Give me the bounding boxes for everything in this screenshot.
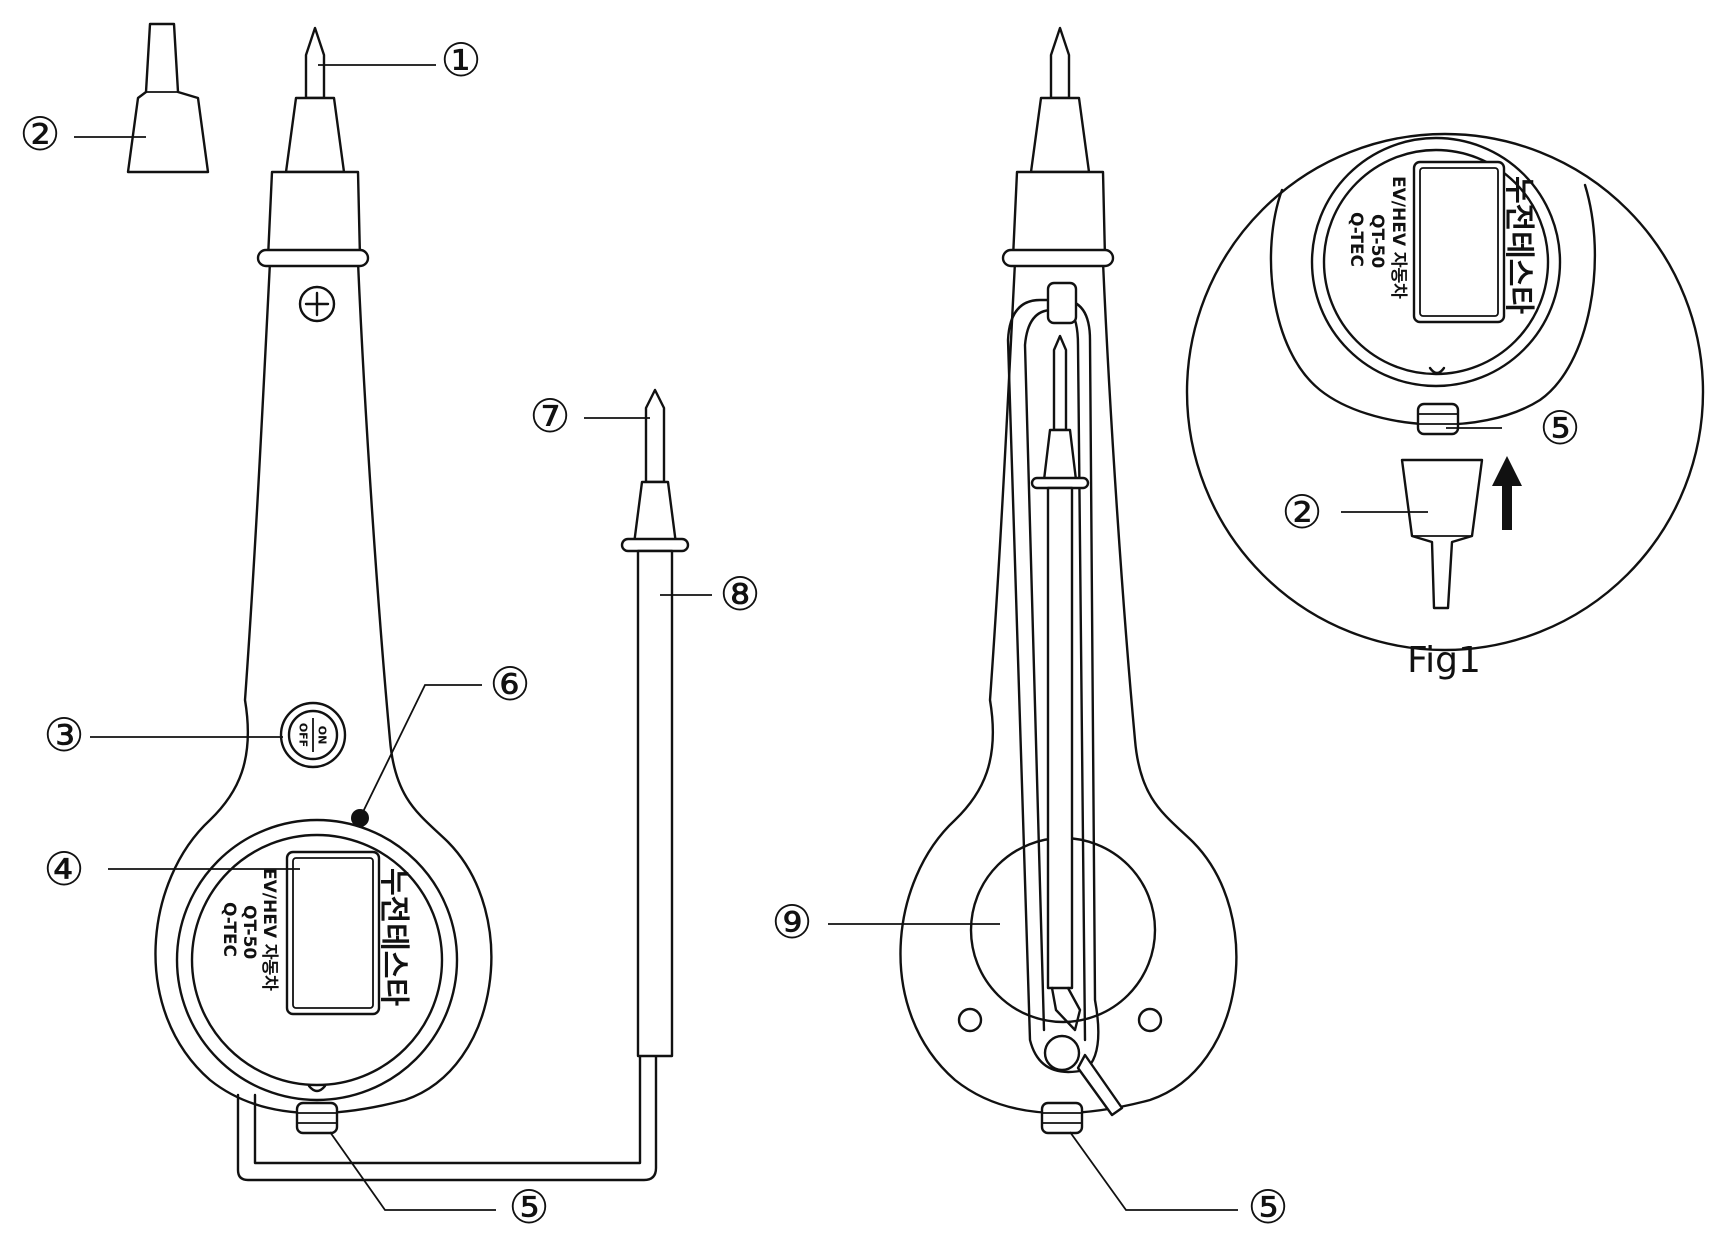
device-model-line2: QT-50 (239, 905, 259, 959)
fig1-model-line3: Q-TEC (1346, 212, 1366, 267)
callout-5-fig1: ⑤ (1539, 401, 1580, 455)
test-lead-cable (236, 1054, 658, 1182)
test-lead-probe (620, 388, 690, 1058)
probe-cap (126, 22, 210, 174)
fig1-jack (1416, 402, 1460, 436)
callout-5-back: ⑤ (1247, 1180, 1288, 1234)
callout-5: ⑤ (508, 1180, 549, 1234)
bottom-jack-back (1040, 1101, 1084, 1135)
callout-4: ④ (43, 842, 84, 896)
tester-front-view: ON OFF 누전테스타 EV/HEV 자동차 QT-50 Q-TEC (154, 26, 658, 1182)
callout-7: ⑦ (529, 389, 570, 443)
button-off-label: OFF (297, 723, 310, 747)
device-model-line1: EV/HEV 자동차 (259, 868, 279, 991)
fig1-model-line1: EV/HEV 자동차 (1388, 176, 1408, 299)
display-bezel-inner (190, 833, 444, 1087)
leader-lines (74, 64, 1502, 1211)
callout-1: ① (440, 33, 481, 87)
insert-arrow-icon (1492, 456, 1522, 530)
bottom-jack (295, 1101, 339, 1135)
plus-terminal-icon (298, 285, 336, 323)
fig1-brand-label: 누전테스타 (1501, 176, 1536, 314)
callout-3: ③ (43, 708, 84, 762)
callout-6: ⑥ (489, 657, 530, 711)
fig1-detail: 누전테스타 EV/HEV 자동차 QT-50 Q-TEC (1185, 132, 1705, 652)
device-model-line3: Q-TEC (219, 902, 239, 957)
probe-tip (304, 26, 326, 100)
power-button-ring (279, 701, 347, 769)
callout-2: ② (19, 107, 60, 161)
callout-numbers: ① ② ③ ④ ⑤ ⑥ ⑦ ⑧ ⑨ ⑤ ⑤ ② (19, 33, 1580, 1234)
figure-label: Fig1 (1407, 640, 1481, 681)
probe-nose (284, 96, 346, 174)
fig1-model-line2: QT-50 (1367, 214, 1387, 268)
probe-collar-ring (256, 248, 370, 268)
callout-9: ⑨ (771, 895, 812, 949)
device-brand-label: 누전테스타 (376, 868, 411, 1006)
lcd-screen (285, 850, 381, 1016)
test-lead-handle (636, 549, 674, 1058)
screw-hole-left (957, 1007, 983, 1033)
fig1-magnifier-circle (1185, 132, 1705, 652)
button-on-label: ON (316, 726, 329, 745)
fig1-cap (1400, 458, 1484, 610)
callout-8: ⑧ (719, 567, 760, 621)
callout-2-fig1: ② (1281, 485, 1322, 539)
fig1-lcd (1412, 160, 1506, 324)
tester-back-view (899, 26, 1238, 1135)
screw-hole-right (1137, 1007, 1163, 1033)
display-bezel-outer (175, 818, 459, 1102)
